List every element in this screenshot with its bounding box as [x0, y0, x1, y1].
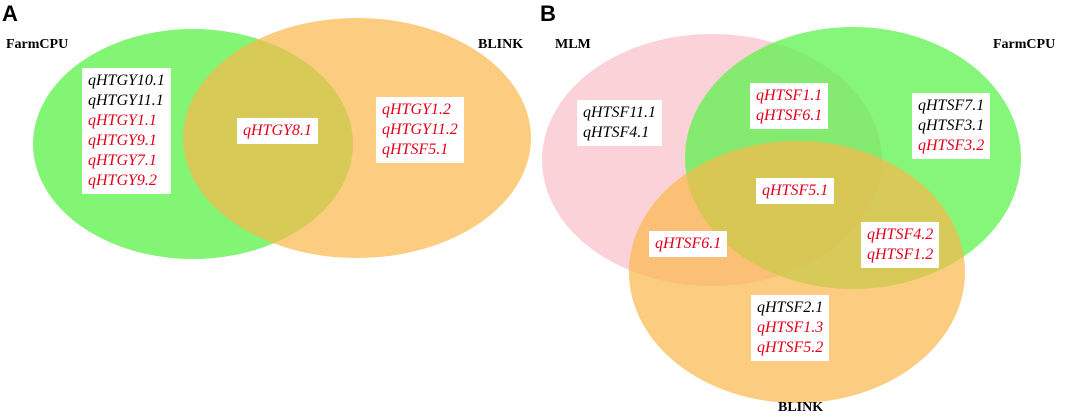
a-intersection-box: qHTGY8.1 — [237, 118, 318, 144]
b-farmcpu-blink-box: qHTSF4.2 qHTSF1.2 — [861, 222, 940, 268]
qtl-label: qHTGY8.1 — [243, 122, 312, 139]
qtl-label: qHTSF5.2 — [757, 339, 824, 356]
blink-set-b — [629, 141, 965, 403]
qtl-label: qHTSF6.1 — [756, 107, 823, 124]
qtl-label: qHTSF5.1 — [382, 141, 449, 158]
b-mlm-only-box: qHTSF11.1 qHTSF4.1 — [577, 100, 663, 146]
qtl-label: qHTSF1.1 — [756, 87, 823, 104]
qtl-label: qHTSF1.3 — [757, 319, 824, 336]
qtl-label: qHTGY9.1 — [88, 132, 157, 149]
qtl-label: qHTSF7.1 — [918, 97, 985, 114]
qtl-label: qHTSF6.1 — [655, 235, 722, 252]
qtl-label: qHTSF5.1 — [762, 182, 829, 199]
b-mlm-farmcpu-box: qHTSF1.1 qHTSF6.1 — [750, 83, 829, 129]
a-blink-only-box: qHTGY1.2 qHTGY11.2 qHTSF5.1 — [376, 97, 464, 163]
blink-set-a — [183, 18, 531, 258]
qtl-label: qHTGY11.1 — [88, 92, 164, 109]
blink-label-b: BLINK — [778, 400, 823, 415]
mlm-label-b: MLM — [555, 37, 591, 52]
qtl-label: qHTSF3.1 — [918, 117, 985, 134]
qtl-label: qHTSF1.2 — [867, 246, 934, 263]
qtl-label: qHTGY1.2 — [382, 101, 451, 118]
panel-b-letter: B — [540, 1, 556, 26]
qtl-label: qHTSF2.1 — [757, 299, 824, 316]
a-farmcpu-only-box: qHTGY10.1 qHTGY11.1 qHTGY1.1 qHTGY9.1 qHTGY7… — [82, 68, 171, 194]
b-all-three-box: qHTSF5.1 — [756, 178, 835, 204]
farmcpu-label-b: FarmCPU — [993, 37, 1055, 52]
qtl-label: qHTSF3.2 — [918, 137, 985, 154]
qtl-label: qHTGY11.2 — [382, 121, 458, 138]
b-blink-only-box: qHTSF2.1 qHTSF1.3 qHTSF5.2 — [751, 295, 830, 361]
qtl-label: qHTSF11.1 — [583, 104, 657, 121]
qtl-label: qHTSF4.2 — [867, 226, 934, 243]
blink-label-a: BLINK — [478, 37, 523, 52]
qtl-label: qHTSF4.1 — [583, 124, 650, 141]
qtl-label: qHTGY7.1 — [88, 152, 157, 169]
b-mlm-blink-box: qHTSF6.1 — [649, 231, 728, 257]
panel-a-letter: A — [2, 1, 18, 26]
qtl-label: qHTGY1.1 — [88, 112, 157, 129]
qtl-label: qHTGY9.2 — [88, 172, 157, 189]
farmcpu-label-a: FarmCPU — [6, 37, 68, 52]
b-farmcpu-only-box: qHTSF7.1 qHTSF3.1 qHTSF3.2 — [912, 93, 991, 159]
qtl-label: qHTGY10.1 — [88, 72, 165, 89]
